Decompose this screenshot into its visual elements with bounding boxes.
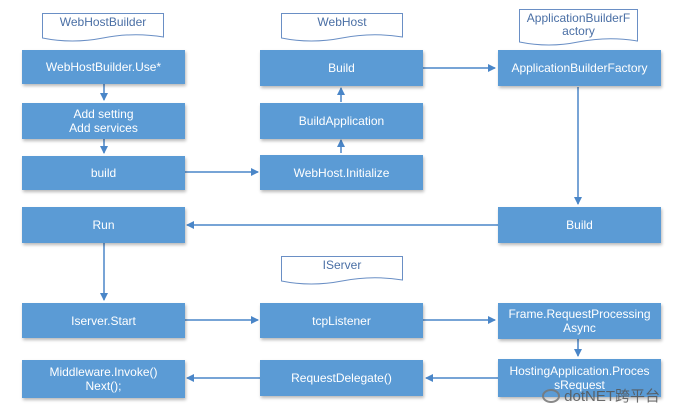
- doc-webhostbuilder: WebHostBuilder: [42, 13, 164, 43]
- doc-iserver: IServer: [281, 256, 403, 286]
- watermark-text: dotNET跨平台: [564, 388, 660, 405]
- box-build-lower: build: [22, 156, 185, 190]
- box-add-setting: Add setting Add services: [22, 103, 185, 139]
- box-abf-build: Build: [498, 207, 661, 243]
- box-hosting-application: HostingApplication.Proces sRequest: [498, 359, 661, 397]
- box-frame-request: Frame.RequestProcessing Async: [498, 303, 661, 339]
- box-request-delegate: RequestDelegate(): [260, 360, 423, 396]
- box-run: Run: [22, 207, 185, 243]
- watermark: dotNET跨平台: [542, 385, 660, 406]
- wechat-icon: [542, 388, 561, 403]
- box-tcplistener: tcpListener: [260, 303, 423, 338]
- doc-webhost: WebHost: [281, 13, 403, 43]
- box-middleware: Middleware.Invoke() Next();: [22, 360, 185, 398]
- box-build-application: BuildApplication: [260, 103, 423, 139]
- box-iserver-start: Iserver.Start: [22, 303, 185, 338]
- doc-appbuilderfactory: ApplicationBuilderF actory: [519, 9, 638, 47]
- box-webhostbuilder-use: WebHostBuilder.Use*: [22, 50, 185, 84]
- doc-iserver-label: IServer: [322, 258, 362, 272]
- box-webhost-initialize: WebHost.Initialize: [260, 155, 423, 190]
- doc-webhost-label: WebHost: [317, 15, 367, 29]
- doc-webhostbuilder-label: WebHostBuilder: [59, 15, 147, 29]
- box-appbuilderfactory: ApplicationBuilderFactory: [498, 50, 661, 86]
- box-webhost-build: Build: [260, 50, 423, 86]
- doc-appbuilderfactory-label: ApplicationBuilderF actory: [526, 11, 631, 38]
